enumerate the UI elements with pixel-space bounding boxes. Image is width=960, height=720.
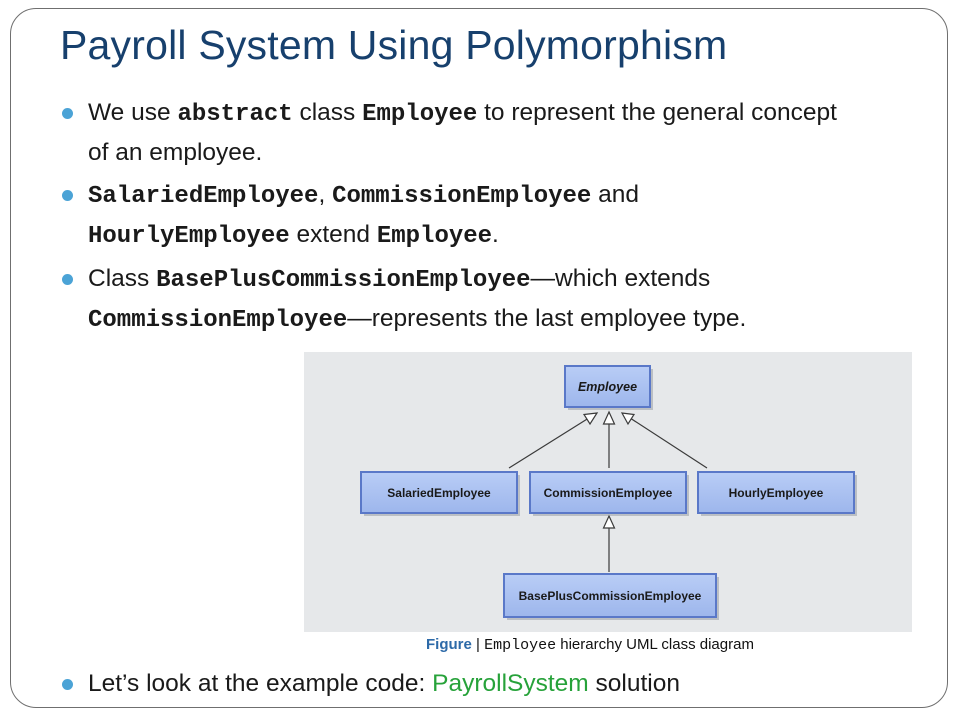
class-box-base-plus-commission-employee: BasePlusCommissionEmployee (503, 573, 719, 620)
class-name-commission-employee: CommissionEmployee (544, 486, 673, 500)
bullet-text: —which extends (530, 265, 711, 292)
code-term: CommissionEmployee (88, 307, 348, 334)
class-name-salaried-employee: SalariedEmployee (387, 486, 491, 500)
bullet-text: —represents the last employee type. (347, 305, 747, 332)
arrow-line (508, 415, 593, 469)
class-name-employee: Employee (578, 380, 637, 394)
example-code-link[interactable]: PayrollSystem (432, 670, 589, 697)
class-name-hourly-employee: HourlyEmployee (729, 486, 824, 500)
bullet-item: Class BasePlusCommissionEmployee—which e… (60, 260, 840, 340)
arrow-head (602, 410, 616, 425)
bullet-text: to represent the general concept of an e… (88, 99, 837, 166)
bullet-item: Let’s look at the example code: PayrollS… (60, 665, 840, 703)
bullet-text: and (591, 181, 639, 208)
code-term: abstract (177, 101, 293, 128)
bullet-text: Class (88, 265, 157, 292)
bullet-item: We use abstract class Employee to repres… (60, 94, 840, 172)
bullet-text: extend (289, 221, 377, 248)
class-box-hourly-employee: HourlyEmployee (697, 471, 857, 516)
arrow-head (582, 412, 599, 426)
bullet-list: We use abstract class Employee to repres… (60, 94, 840, 344)
slide-frame (10, 8, 948, 708)
bullet-item: SalariedEmployee, CommissionEmployee and… (60, 176, 840, 256)
bullet-text: Let’s look at the example code: (88, 670, 433, 697)
class-name-base-plus-commission-employee: BasePlusCommissionEmployee (519, 589, 702, 603)
uml-class-diagram: Employee SalariedEmployee CommissionEmpl… (304, 352, 912, 632)
last-bullet-list: Let’s look at the example code: PayrollS… (60, 665, 840, 703)
arrow-head (620, 412, 636, 426)
bullet-text: , (318, 181, 333, 208)
code-term: Employee (362, 101, 478, 128)
caption-label: Figure (426, 636, 472, 653)
code-term: HourlyEmployee (88, 223, 290, 250)
class-box-salaried-employee: SalariedEmployee (360, 471, 520, 516)
figure-caption: Figure | Employee hierarchy UML class di… (426, 636, 754, 654)
slide-title: Payroll System Using Polymorphism (60, 22, 728, 68)
caption-text: hierarchy UML class diagram (556, 636, 754, 653)
arrow-head (602, 514, 616, 529)
class-box-employee: Employee (564, 365, 653, 410)
bullet-text: class (292, 99, 363, 126)
code-term: BasePlusCommissionEmployee (156, 267, 531, 294)
code-term: CommissionEmployee (332, 183, 592, 210)
bullet-text: . (492, 221, 499, 248)
caption-code: Employee (484, 637, 557, 654)
class-box-commission-employee: CommissionEmployee (529, 471, 689, 516)
generalization-arrows (508, 410, 708, 572)
bullet-text: solution (588, 670, 680, 697)
code-term: SalariedEmployee (88, 183, 319, 210)
bullet-text: We use (88, 99, 178, 126)
caption-separator: | (471, 636, 485, 653)
code-term: Employee (376, 223, 493, 250)
arrow-line (626, 415, 708, 469)
